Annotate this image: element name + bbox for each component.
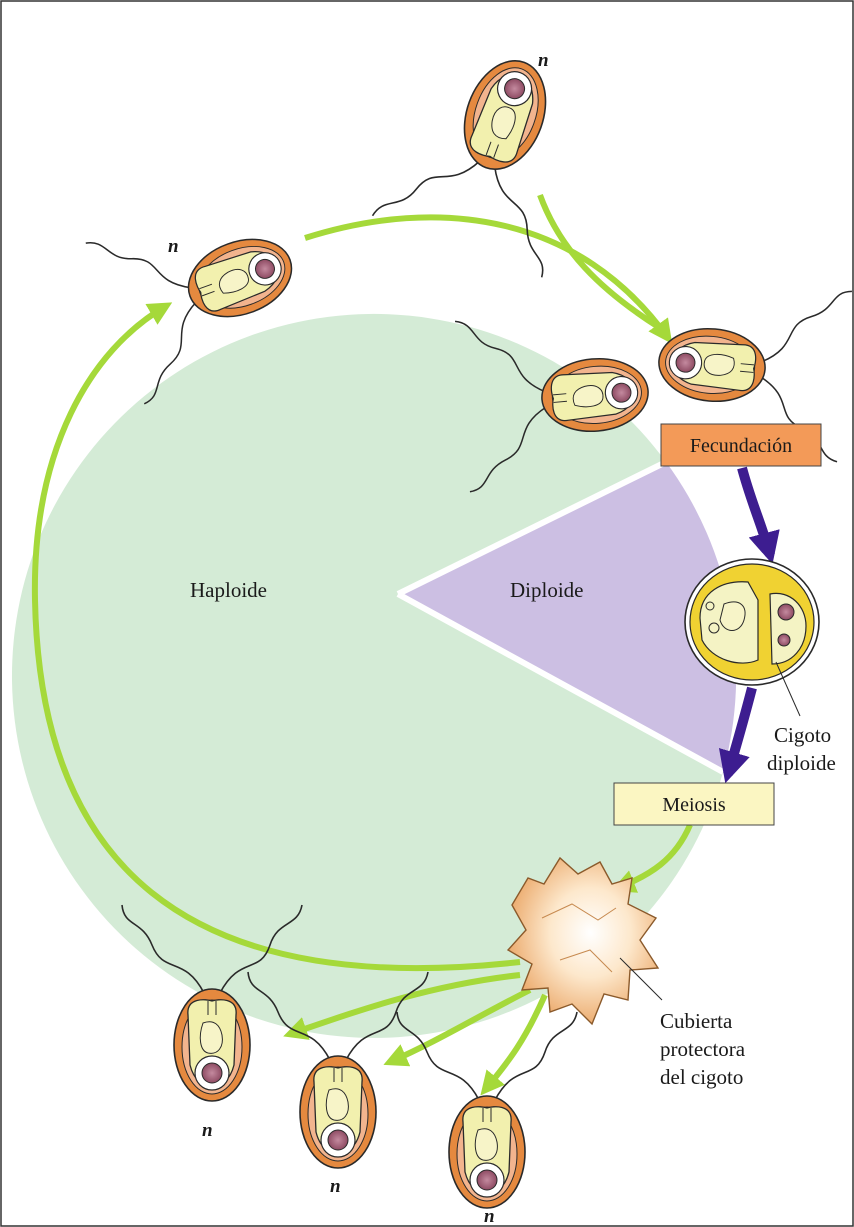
daughter-cell-3 — [397, 1012, 577, 1208]
top-gamete-cell — [373, 32, 609, 278]
fertilization-to-zygote-arrow — [742, 468, 770, 555]
ploidy-label-bottom-2: n — [330, 1176, 341, 1197]
wall-label-line1: Cubierta — [660, 1009, 733, 1033]
zygote-label-line1: Cigoto — [774, 723, 831, 747]
meiosis-label: Meiosis — [662, 794, 726, 816]
ploidy-label-top: n — [538, 50, 549, 71]
wall-label-line2: protectora — [660, 1037, 746, 1061]
fertilization-label: Fecundación — [690, 435, 792, 457]
ploidy-label-left: n — [168, 236, 179, 257]
wall-label-line3: del cigoto — [660, 1065, 743, 1089]
ploidy-label-bottom-3: n — [484, 1206, 495, 1227]
ploidy-label-bottom-1: n — [202, 1120, 213, 1141]
diploid-label: Diploide — [510, 578, 584, 602]
haploid-label: Haploide — [190, 578, 267, 602]
zygote-label-line2: diploide — [767, 751, 836, 775]
diploid-zygote — [685, 559, 819, 685]
